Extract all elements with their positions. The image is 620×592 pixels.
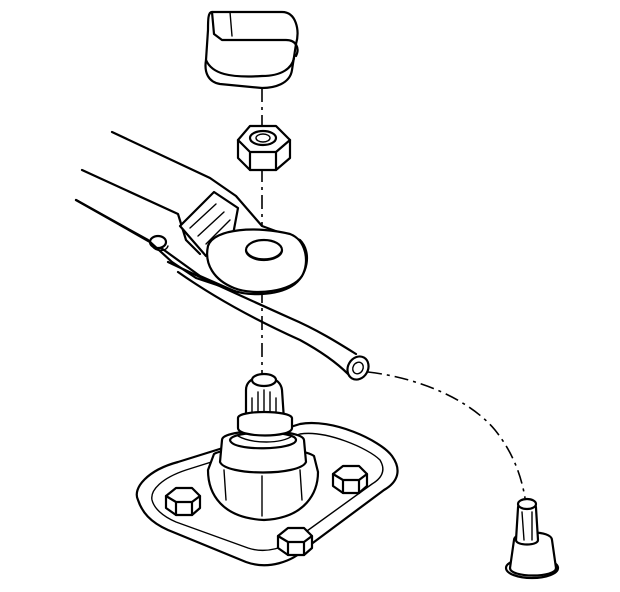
pivot-housing [206, 429, 320, 522]
wiper-arm [74, 130, 309, 296]
washer-nozzle [504, 497, 560, 580]
pivot-shaft [236, 372, 294, 437]
hose-routing-line [367, 371, 526, 499]
base-bolt [276, 526, 314, 557]
nut-cap [204, 10, 299, 90]
base-bolt [164, 486, 202, 517]
base-bolt [331, 464, 369, 495]
washer-hose [166, 260, 370, 381]
hex-nut [236, 124, 292, 172]
